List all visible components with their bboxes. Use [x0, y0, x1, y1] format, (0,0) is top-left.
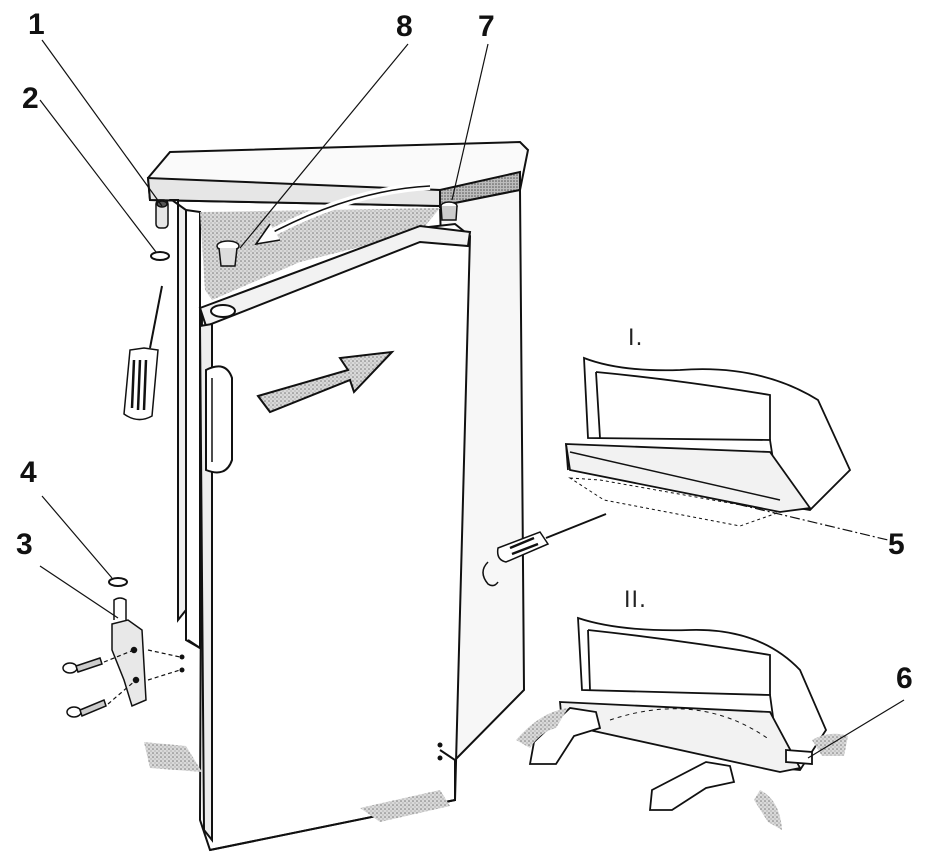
cabinet-interior: [200, 208, 440, 300]
bottom-hinge-bracket: [111, 597, 147, 708]
callout-8: 8: [396, 10, 413, 43]
panel-one-drawing: [564, 356, 852, 527]
rotate-arrow: [482, 561, 499, 587]
floor-shadow-left: [144, 742, 202, 772]
callout-4: 4: [20, 456, 37, 489]
door-handle: [205, 365, 233, 474]
hinge-pin: [155, 199, 169, 229]
top-hinge: [440, 201, 458, 221]
callout-5: 5: [888, 528, 905, 561]
panel-two-drawing: [528, 616, 828, 811]
callout-1: 1: [28, 8, 45, 41]
screwdriver-right: [496, 513, 607, 563]
screwdriver-top: [123, 285, 163, 421]
cabinet-left-side: [168, 199, 187, 623]
panel-two-label: II.: [624, 588, 647, 613]
washer-bottom: [108, 577, 128, 587]
panel-one-label: I.: [628, 326, 644, 351]
left-hand: [528, 707, 602, 765]
bracket-screws: [62, 657, 107, 718]
callout-6: 6: [896, 662, 913, 695]
floor-shadow-right: [360, 790, 450, 822]
callout-7: 7: [478, 10, 495, 43]
top-hinge-socket: [216, 240, 240, 267]
hinge-holes: [179, 654, 443, 761]
callout-2: 2: [22, 82, 39, 115]
right-hand: [649, 761, 736, 811]
washer-top: [150, 251, 170, 261]
leader-5: [719, 499, 889, 541]
callout-leaders: [39, 39, 905, 759]
door-direction-arrow: [256, 350, 395, 414]
refrigerator: [146, 140, 530, 852]
door: [198, 222, 472, 852]
callout-3: 3: [16, 528, 33, 561]
